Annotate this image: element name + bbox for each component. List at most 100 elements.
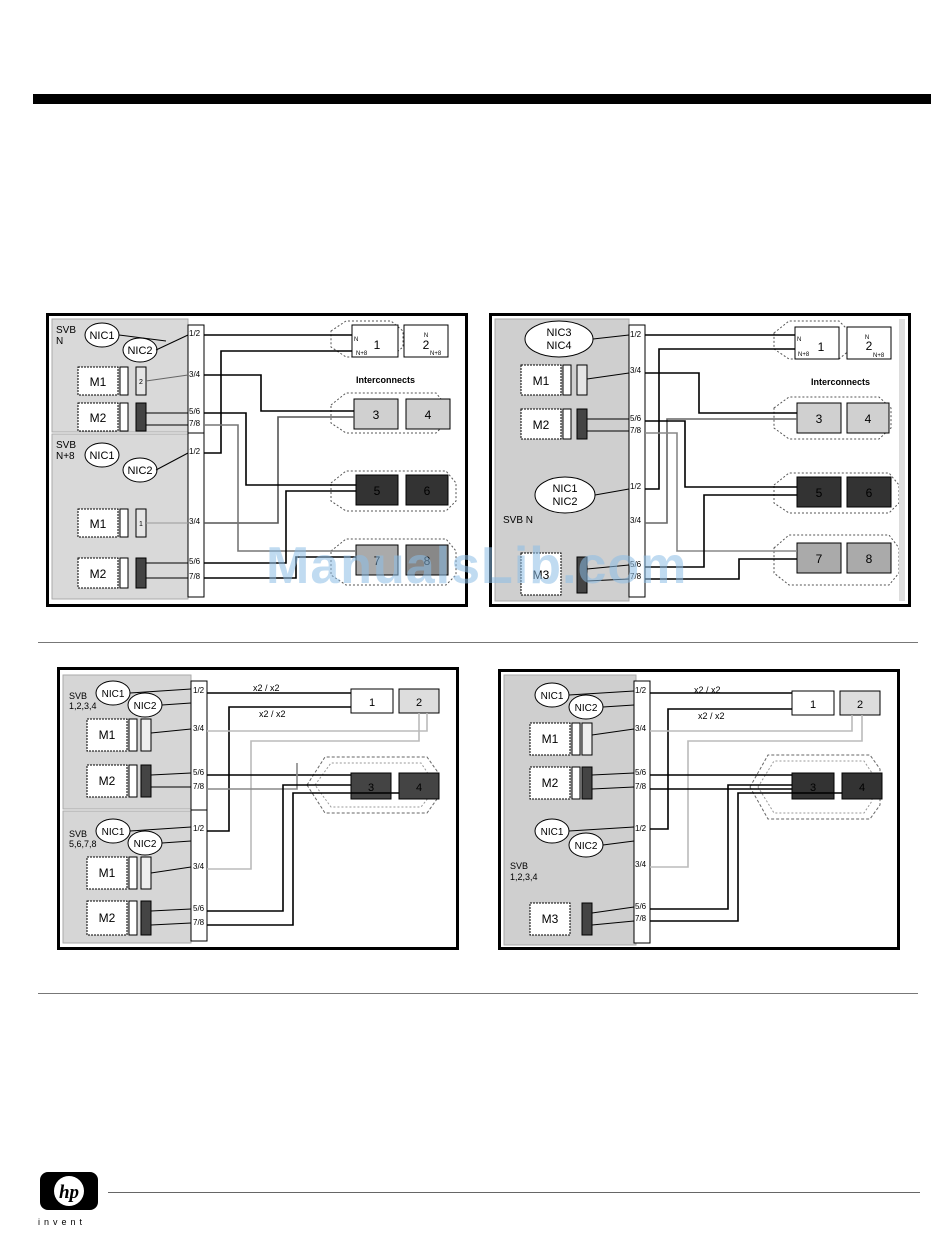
nic1-bottom — [84, 442, 120, 468]
interconnect-bay-3 — [791, 772, 835, 800]
header-rule — [33, 94, 931, 104]
svg-text:2: 2 — [866, 339, 873, 353]
svg-text:1/2: 1/2 — [630, 482, 642, 491]
section-divider-2 — [38, 993, 918, 994]
svg-text:M1: M1 — [542, 732, 559, 746]
mezz-m1-top — [77, 366, 119, 396]
blade-bottom-label: SVB — [56, 440, 76, 451]
interconnect-bay-2 — [403, 324, 449, 358]
blade-top-label: SVB — [56, 325, 76, 336]
interconnects-label: Interconnects — [356, 375, 415, 385]
svg-text:NIC2: NIC2 — [575, 841, 598, 852]
svg-text:NIC1: NIC1 — [102, 827, 125, 838]
svg-text:NIC1: NIC1 — [541, 691, 564, 702]
svg-text:3/4: 3/4 — [189, 517, 201, 526]
svg-text:NIC4: NIC4 — [546, 340, 571, 352]
x2-label-a: x2 / x2 — [253, 683, 280, 693]
interconnect-bay-1 — [351, 324, 399, 358]
svg-text:5/6: 5/6 — [193, 904, 205, 913]
svg-text:M1: M1 — [90, 517, 107, 531]
interconnect-bay-3 — [353, 398, 399, 430]
svg-text:NIC1: NIC1 — [89, 330, 114, 342]
interconnect-bay-1 — [791, 690, 835, 716]
mezz-m1-bottom — [86, 856, 128, 890]
svg-text:5: 5 — [374, 484, 381, 498]
svg-text:5: 5 — [816, 486, 823, 500]
port-strip — [187, 324, 205, 598]
svg-text:3/4: 3/4 — [193, 862, 205, 871]
svg-text:5/6: 5/6 — [189, 407, 201, 416]
interconnect-bay-4 — [841, 772, 883, 800]
interconnect-bay-4 — [405, 398, 451, 430]
svg-text:1: 1 — [818, 340, 825, 354]
svg-text:2: 2 — [423, 338, 430, 352]
svg-text:M1: M1 — [90, 375, 107, 389]
x2-label-b: x2 / x2 — [259, 709, 286, 719]
svg-text:5/6: 5/6 — [630, 560, 642, 569]
interconnect-bay-3 — [350, 772, 392, 800]
diagram-svb-n-plus-8: SVB N SVB N+8 NIC1 NIC2 M1 2 M2 NIC1 NIC… — [46, 313, 468, 607]
svg-text:7/8: 7/8 — [193, 918, 205, 927]
hp-tagline: invent — [38, 1217, 87, 1227]
mezz-m2-top — [77, 402, 119, 432]
svg-text:M1: M1 — [99, 728, 116, 742]
svg-text:1/2: 1/2 — [635, 824, 647, 833]
svg-text:3: 3 — [373, 408, 380, 422]
svb-label: SVB N — [503, 515, 533, 526]
svg-text:M2: M2 — [99, 774, 116, 788]
mezz-m2 — [520, 408, 562, 440]
x2-label-a: x2 / x2 — [694, 685, 721, 695]
svg-text:NIC2: NIC2 — [134, 839, 157, 850]
svg-text:M2: M2 — [533, 418, 550, 432]
svg-text:8: 8 — [424, 554, 431, 568]
svg-text:N+8: N+8 — [430, 351, 442, 357]
svg-text:SVB: SVB — [69, 691, 87, 701]
svg-text:N: N — [354, 337, 358, 343]
svg-text:3: 3 — [816, 412, 823, 426]
svg-text:3/4: 3/4 — [189, 370, 201, 379]
wiring — [650, 692, 863, 922]
interconnect-bay-6 — [405, 474, 449, 506]
interconnect-bay-8 — [846, 542, 892, 574]
svg-text:NIC2: NIC2 — [127, 465, 152, 477]
diagram-svb-1-4: NIC1 NIC2 M1 M2 NIC1 NIC2 SVB 1,2,3,4 M3… — [498, 669, 900, 950]
hp-logo: hp — [40, 1172, 98, 1210]
svg-text:2: 2 — [416, 697, 422, 709]
diagram-2-canvas: NIC3 NIC4 M1 M2 NIC1 NIC2 SVB N M3 1/2 3… — [489, 313, 911, 607]
port-strip — [190, 680, 208, 942]
mezz-m2-bottom — [77, 557, 119, 589]
svg-text:N: N — [865, 335, 869, 341]
svg-text:1/2: 1/2 — [635, 686, 647, 695]
diagram-svb-1-8: SVB 1,2,3,4 SVB 5,6,7,8 NIC1 NIC2 M1 M2 … — [57, 667, 459, 950]
svg-text:N: N — [797, 337, 801, 343]
diagram-svb-n-nic4: NIC3 NIC4 M1 M2 NIC1 NIC2 SVB N M3 1/2 3… — [489, 313, 911, 607]
svg-text:4: 4 — [425, 408, 432, 422]
svg-text:7/8: 7/8 — [189, 572, 201, 581]
svg-text:4: 4 — [859, 782, 865, 794]
svg-text:7/8: 7/8 — [630, 572, 642, 581]
svg-text:7: 7 — [374, 554, 381, 568]
svg-text:2: 2 — [139, 379, 143, 386]
watermark: ManualsLib.com — [266, 537, 688, 595]
svg-text:5/6: 5/6 — [630, 414, 642, 423]
svg-text:N+8: N+8 — [356, 351, 368, 357]
svg-text:N+8: N+8 — [873, 353, 885, 359]
svg-text:M2: M2 — [99, 911, 116, 925]
diagram-1-canvas: SVB N SVB N+8 NIC1 NIC2 M1 2 M2 NIC1 NIC… — [46, 313, 468, 607]
mezz-m1-bottom — [77, 508, 119, 538]
footer-rule — [108, 1192, 920, 1193]
diagram-4-canvas: NIC1 NIC2 M1 M2 NIC1 NIC2 SVB 1,2,3,4 M3… — [498, 669, 900, 950]
svg-text:NIC1: NIC1 — [89, 450, 114, 462]
svg-text:1/2: 1/2 — [630, 330, 642, 339]
interconnect-bay-8 — [405, 544, 449, 576]
svg-text:1: 1 — [374, 338, 381, 352]
svg-text:1,2,3,4: 1,2,3,4 — [69, 701, 97, 711]
svg-text:NIC2: NIC2 — [575, 703, 598, 714]
svg-text:7: 7 — [816, 552, 823, 566]
svg-text:NIC2: NIC2 — [552, 496, 577, 508]
interconnect-bay-1 — [350, 688, 394, 714]
mezz-m2 — [529, 766, 571, 800]
interconnect-bay-2 — [839, 690, 881, 716]
interconnect-bay-3 — [796, 402, 842, 434]
svg-text:5/6: 5/6 — [189, 557, 201, 566]
